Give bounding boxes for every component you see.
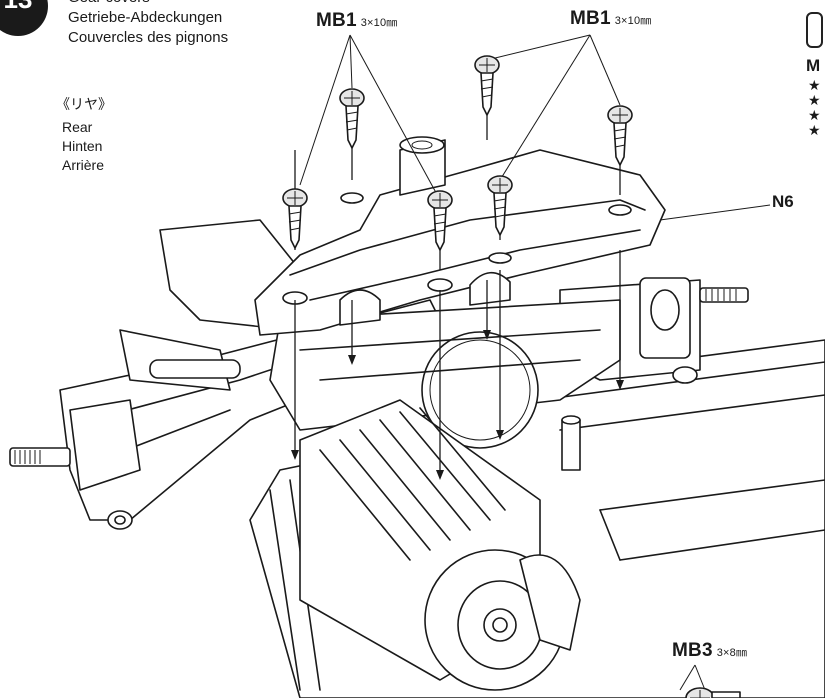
difficulty-star: ★ <box>808 107 821 123</box>
screw-mb1-6 <box>607 105 633 166</box>
step-number-badge <box>0 0 48 36</box>
difficulty-star: ★ <box>808 92 821 108</box>
step-title-fr: Couvercles des pignons <box>68 29 229 46</box>
screw-mb1-1 <box>282 188 308 249</box>
part-code: MB1 <box>570 8 611 29</box>
rear-label-de: Hinten <box>62 138 103 154</box>
rear-label-jp: 《リヤ》 <box>56 96 112 112</box>
part-dimension: 3×10㎜ <box>360 17 398 29</box>
callout-n6: N6 <box>772 192 794 211</box>
rear-label-fr: Arrière <box>62 157 105 173</box>
part-code: MB1 <box>316 10 357 31</box>
difficulty-star: ★ <box>808 122 821 138</box>
right-edge-letter: M <box>806 56 821 75</box>
rear-label-en: Rear <box>62 119 93 135</box>
screw-mb1-3 <box>427 190 453 251</box>
gearbox-housing <box>159 219 621 449</box>
step-title-de: Getriebe-Abdeckungen <box>68 9 223 26</box>
screw-mb1-4 <box>474 55 500 116</box>
right-edge-box <box>806 12 823 48</box>
screw-mb3 <box>685 687 741 698</box>
screw-mb1-2 <box>339 88 365 149</box>
difficulty-star: ★ <box>808 77 821 93</box>
step-number: 13 <box>0 0 42 15</box>
step-title-en: Gear covers <box>68 0 150 8</box>
screw-callout-lines <box>299 34 771 691</box>
motor <box>299 399 581 691</box>
part-code: MB3 <box>672 640 713 661</box>
screw-mb1-5 <box>487 175 513 236</box>
part-dimension: 3×10㎜ <box>614 15 652 27</box>
part-dimension: 3×8㎜ <box>716 647 748 659</box>
